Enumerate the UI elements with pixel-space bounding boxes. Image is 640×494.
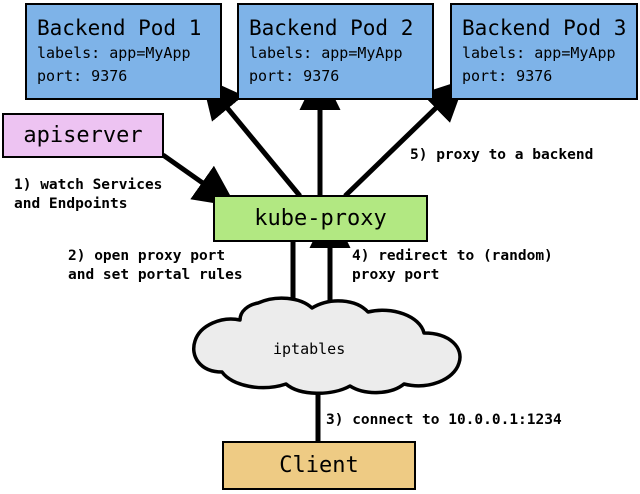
apiserver-box[interactable]: apiserver [2,113,164,158]
client-box[interactable]: Client [222,441,416,490]
step-4-line-1: 4) redirect to (random) [352,248,553,264]
iptables-cloud-shape [192,296,462,395]
backend-pod-2-labels: labels: app=MyApp [249,43,403,62]
step-4-line-2: proxy port [352,267,440,283]
arrow-kubeproxy-to-pod1 [201,76,302,198]
step-5-line-1: 5) proxy to a backend [410,147,594,163]
step-3-annotation: 3) connect to 10.0.0.1:1234 [326,411,562,430]
backend-pod-1-labels: labels: app=MyApp [37,43,191,62]
step-1-annotation: 1) watch Services and Endpoints [14,176,162,214]
backend-pod-1-title: Backend Pod 1 [37,15,202,40]
step-4-annotation: 4) redirect to (random) proxy port [352,247,553,285]
step-2-annotation: 2) open proxy port and set portal rules [68,247,243,285]
step-2-line-1: 2) open proxy port [68,248,226,264]
iptables-label: iptables [273,340,346,358]
backend-pod-1-port: port: 9376 [37,66,128,85]
backend-pod-2-box[interactable]: Backend Pod 2 labels: app=MyApp port: 93… [237,3,434,100]
backend-pod-1-box[interactable]: Backend Pod 1 labels: app=MyApp port: 93… [25,3,222,100]
kube-proxy-box[interactable]: kube-proxy [213,195,428,242]
arrow-apiserver-to-kubeproxy [161,152,237,207]
step-1-line-1: 1) watch Services [14,177,163,193]
backend-pod-3-labels: labels: app=MyApp [462,43,616,62]
backend-pod-3-box[interactable]: Backend Pod 3 labels: app=MyApp port: 93… [450,3,638,100]
step-5-annotation: 5) proxy to a backend [410,146,593,165]
arrow-kubeproxy-to-pod3 [343,78,466,198]
step-3-line-1: 3) connect to 10.0.0.1:1234 [326,412,562,428]
kube-proxy-label: kube-proxy [254,205,387,231]
backend-pod-3-port: port: 9376 [462,66,553,85]
apiserver-label: apiserver [23,122,143,148]
client-label: Client [279,452,359,478]
step-2-line-2: and set portal rules [68,267,243,283]
step-1-line-2: and Endpoints [14,196,128,212]
backend-pod-2-title: Backend Pod 2 [249,15,414,40]
backend-pod-2-port: port: 9376 [249,66,340,85]
backend-pod-3-title: Backend Pod 3 [462,15,627,40]
